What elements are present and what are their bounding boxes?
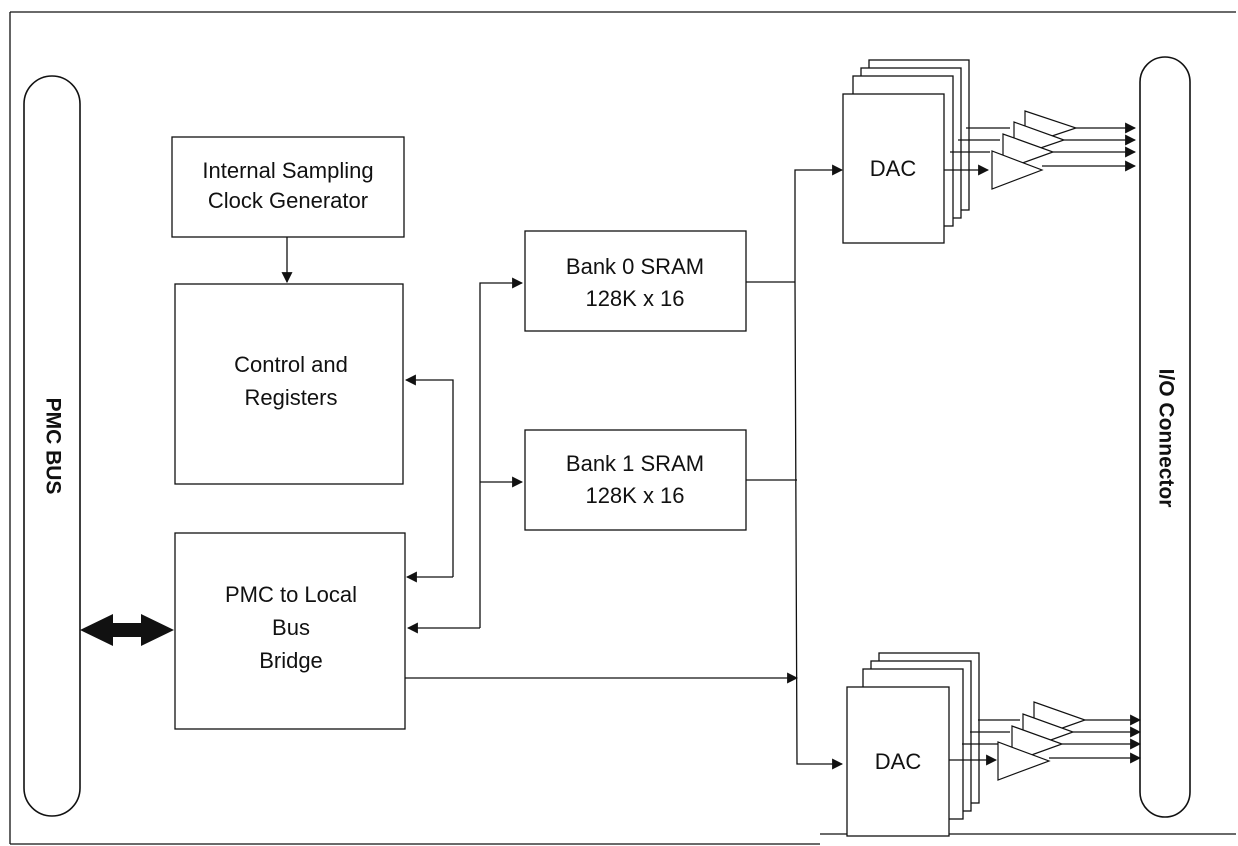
dac-top-stack: DAC (842, 59, 1137, 244)
bank0-line1: Bank 0 SRAM (566, 254, 704, 279)
io-connector-label: I/O Connector (1154, 369, 1177, 508)
bridge-to-control-arrow (404, 374, 454, 577)
dac-top-label: DAC (870, 156, 917, 181)
control-registers-line2: Registers (245, 385, 338, 410)
bridge-to-bank0-arrow (479, 277, 524, 628)
control-registers-box: Control and Registers (174, 283, 404, 485)
bridge-line2: Bus (272, 615, 310, 640)
bridge-line1: PMC to Local (225, 582, 357, 607)
dac-bottom-stack: DAC (846, 652, 1142, 837)
bus-double-arrow (80, 614, 174, 646)
io-connector: I/O Connector (1139, 56, 1191, 818)
bus-to-bottom-dac-arrow (794, 281, 844, 770)
clock-generator-box: Internal Sampling Clock Generator (171, 136, 405, 238)
bridge-line3: Bridge (259, 648, 323, 673)
pmc-bus: PMC BUS (23, 75, 81, 817)
amplifier-icon (997, 741, 1051, 781)
bank1-line1: Bank 1 SRAM (566, 451, 704, 476)
pmc-bus-label: PMC BUS (41, 398, 64, 495)
control-registers-line1: Control and (234, 352, 348, 377)
bank1-sram-box: Bank 1 SRAM 128K x 16 (524, 429, 747, 531)
bank1-line2: 128K x 16 (585, 483, 684, 508)
connections (281, 164, 844, 770)
clock-generator-line2: Clock Generator (208, 188, 368, 213)
dac-top-box (842, 93, 945, 244)
bank0-sram-box: Bank 0 SRAM 128K x 16 (524, 230, 747, 332)
amplifier-icon (991, 150, 1044, 190)
bus-to-top-dac-arrow (794, 164, 844, 282)
bridge-box: PMC to Local Bus Bridge (174, 532, 406, 730)
clock-generator-line1: Internal Sampling (202, 158, 373, 183)
bank0-line2: 128K x 16 (585, 286, 684, 311)
dac-bottom-box (846, 686, 950, 837)
dac-bottom-label: DAC (875, 749, 922, 774)
